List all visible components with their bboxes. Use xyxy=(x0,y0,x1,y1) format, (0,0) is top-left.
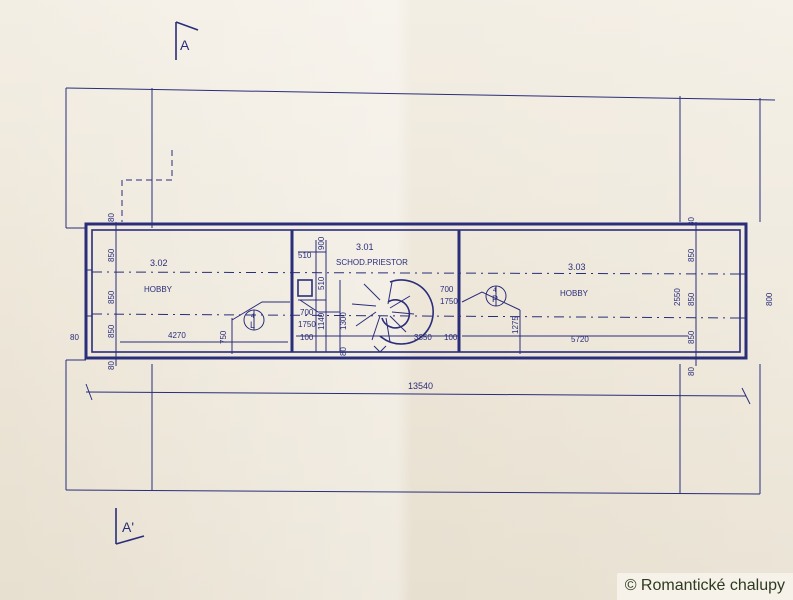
section-marker-bottom: A' xyxy=(115,508,145,545)
left-850-b: 850 xyxy=(107,290,116,304)
right-850-a: 850 xyxy=(687,248,696,262)
axis-lines xyxy=(91,271,741,319)
dim-1140: 1140 xyxy=(317,312,326,330)
dashed-outline xyxy=(121,150,173,222)
section-marker-bottom-label: A' xyxy=(122,519,134,535)
stair-symbol-labels: L 4 P 4 xyxy=(250,288,498,330)
left-80-bot: 80 xyxy=(107,361,116,370)
right-850-b: 850 xyxy=(687,292,696,306)
left-80-top: 80 xyxy=(107,213,116,222)
dim-1275: 1275 xyxy=(511,316,520,334)
site-outline xyxy=(65,87,776,495)
dim-700-b: 700 xyxy=(440,285,454,294)
room-labels: 3.02 HOBBY 3.01 SCHOD.PRIESTOR 3.03 HOBB… xyxy=(144,242,589,298)
overall-length-label: 13540 xyxy=(408,381,433,391)
room-303-length-label: 5720 xyxy=(571,335,589,344)
dim-700-a: 700 xyxy=(300,308,314,317)
dim-900: 900 xyxy=(317,236,326,250)
stair-room-details xyxy=(297,240,434,353)
dim-100-a: 100 xyxy=(300,333,314,342)
room-302-number: 3.02 xyxy=(150,258,168,268)
room-302-dims xyxy=(120,310,688,354)
section-marker-top: A xyxy=(175,21,199,60)
right-stair-symbol xyxy=(461,285,521,311)
dim-510-a: 510 xyxy=(298,251,312,260)
dim-1750-b: 1750 xyxy=(440,297,458,306)
left-arrow-number: 4 xyxy=(251,314,255,320)
right-80-bot: 80 xyxy=(687,367,696,376)
left-80-mid: 80 xyxy=(70,333,79,342)
left-stair-symbol xyxy=(231,301,290,331)
dim-100-b: 100 xyxy=(444,333,458,342)
dim-80-stair: 80 xyxy=(339,347,348,356)
left-dimension-chain xyxy=(115,222,697,366)
room-301-number: 3.01 xyxy=(356,242,374,252)
room-303-name: HOBBY xyxy=(560,289,589,298)
section-marker-top-label: A xyxy=(180,37,190,53)
dimension-labels: 13540 4270 3350 5720 80 80 80 850 850 85… xyxy=(70,213,774,391)
overall-dimension xyxy=(85,383,751,405)
left-850-a: 850 xyxy=(107,248,116,262)
room-301-length-label: 3350 xyxy=(414,333,432,342)
right-800: 800 xyxy=(765,292,774,306)
watermark-label: © Romantické chalupy xyxy=(616,573,793,600)
room-302-length-label: 4270 xyxy=(168,331,186,340)
left-850-c: 850 xyxy=(107,324,116,338)
right-arrow-number: 4 xyxy=(493,288,497,294)
right-80-top: 80 xyxy=(687,217,696,226)
building-walls xyxy=(84,222,748,360)
dim-1750-a: 1750 xyxy=(298,320,316,329)
left-marker: L xyxy=(250,320,255,330)
dim-2550: 2550 xyxy=(673,288,682,306)
room-302-name: HOBBY xyxy=(144,285,173,294)
room-301-name: SCHOD.PRIESTOR xyxy=(336,258,408,267)
spiral-staircase xyxy=(351,279,434,353)
dim-1300: 1300 xyxy=(339,312,348,330)
dim-510-b: 510 xyxy=(317,276,326,290)
right-marker: P xyxy=(492,294,498,304)
windows xyxy=(86,269,746,319)
dim-750: 750 xyxy=(219,330,228,344)
right-850-c: 850 xyxy=(687,330,696,344)
room-303-number: 3.03 xyxy=(568,262,586,272)
